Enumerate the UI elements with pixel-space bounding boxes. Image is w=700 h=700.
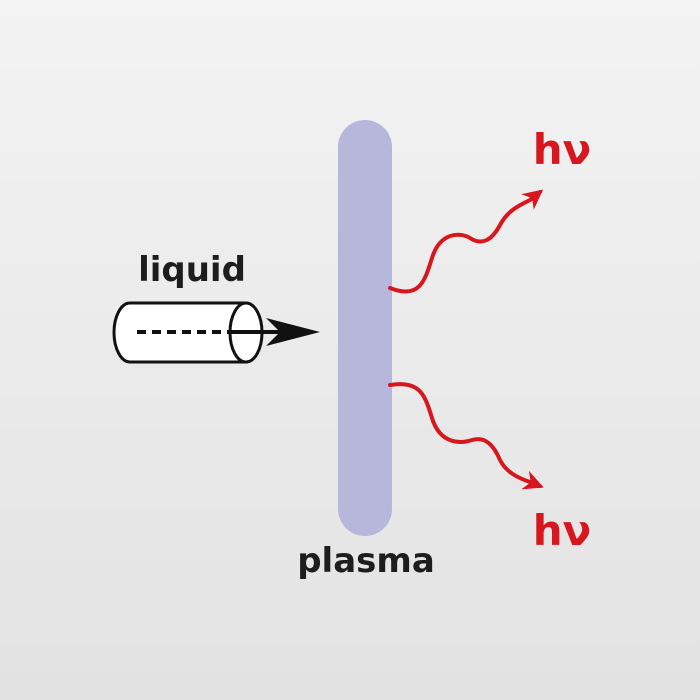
photon-wave-top: [388, 189, 544, 294]
photon-label-top: hν: [533, 125, 592, 174]
photon-wave-bottom: [388, 382, 544, 490]
plasma-label: plasma: [297, 541, 435, 581]
flow-arrow-head: [266, 318, 320, 346]
liquid-label: liquid: [138, 250, 246, 290]
photon-label-bottom: hν: [533, 506, 592, 555]
plasma-bar: [338, 120, 392, 536]
tube-body: [112, 301, 248, 364]
liquid-tube: [112, 301, 320, 364]
